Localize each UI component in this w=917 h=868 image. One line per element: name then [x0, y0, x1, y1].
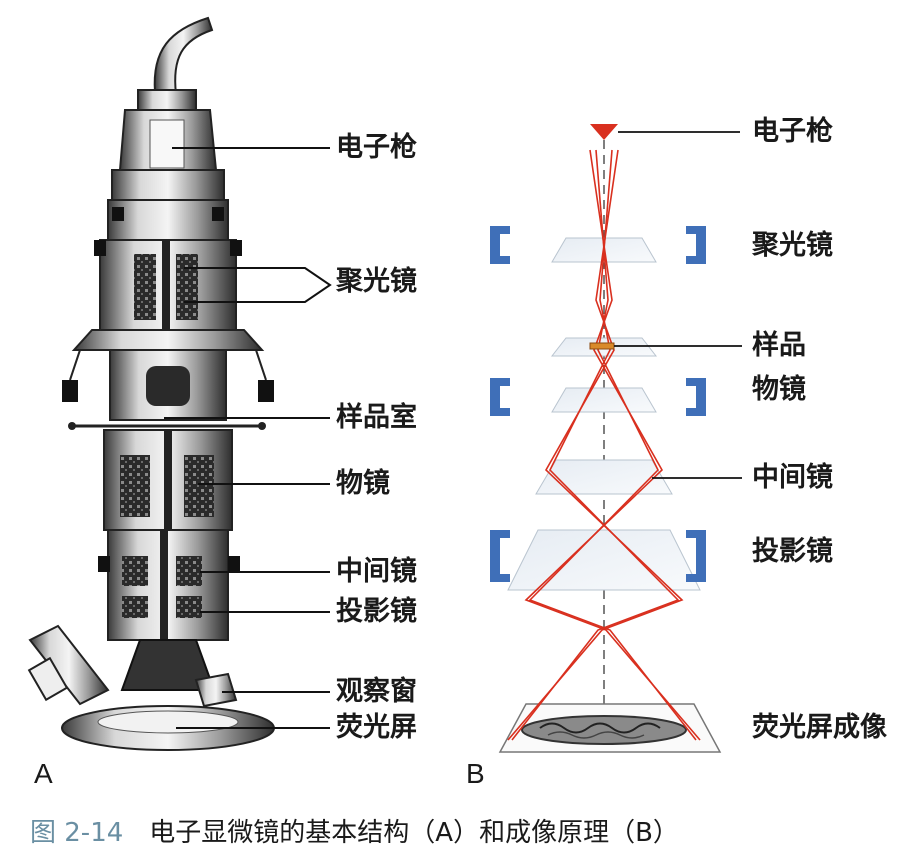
- lens-pole-pieces: [490, 226, 706, 582]
- label-b-screen-image: 荧光屏成像: [752, 712, 887, 743]
- label-a-viewing-window: 观察窗: [336, 676, 417, 707]
- label-b-projector: 投影镜: [752, 536, 833, 567]
- panel-a-letter: A: [34, 758, 53, 789]
- beam-ray-2: [528, 149, 697, 741]
- label-b-electron-gun: 电子枪: [752, 116, 833, 147]
- projector-lens-left: [490, 530, 510, 582]
- screen-image: [521, 715, 687, 745]
- projector-lens-right: [686, 530, 706, 582]
- intermediate-plane: [535, 459, 673, 495]
- microscope-illustration: [27, 16, 275, 751]
- objective-plane: [551, 387, 657, 413]
- panel-a-leaders: [164, 147, 332, 729]
- gun-knob-right: [212, 207, 224, 221]
- label-a-screen: 荧光屏: [336, 712, 417, 743]
- label-a-intermediate: 中间镜: [336, 556, 417, 587]
- condenser-lens-right: [686, 226, 706, 264]
- label-a-sample-chamber: 样品室: [336, 402, 417, 433]
- panel-b-letter: B: [466, 758, 485, 789]
- viewing-chamber: [120, 639, 238, 708]
- gun-cable: [153, 16, 214, 96]
- label-b-intermediate: 中间镜: [752, 462, 833, 493]
- label-b-objective: 物镜: [752, 374, 806, 405]
- beam-ray-1: [524, 149, 701, 741]
- label-a-electron-gun: 电子枪: [336, 132, 417, 163]
- label-a-condenser: 聚光镜: [336, 266, 417, 297]
- condenser-section: [94, 239, 242, 331]
- label-b-condenser: 聚光镜: [752, 230, 833, 261]
- electron-gun-housing: [107, 89, 229, 241]
- label-b-sample: 样品: [752, 330, 806, 361]
- imaging-schematic: [490, 124, 722, 753]
- caption-text: 电子显微镜的基本结构（A）和成像原理（B）: [149, 818, 679, 848]
- condenser-lens-left: [490, 226, 510, 264]
- binocular-viewer: [27, 624, 110, 706]
- projector-plane: [507, 529, 701, 591]
- sample-chamber: [68, 349, 266, 430]
- gun-knob-left: [112, 207, 124, 221]
- leader-a-condenser: [184, 267, 332, 303]
- beam-ray-3: [507, 149, 684, 741]
- objective-section: [103, 429, 233, 531]
- electron-beams: [507, 149, 701, 741]
- label-a-projector: 投影镜: [336, 596, 417, 627]
- objective-lens-left: [490, 378, 510, 416]
- projector-section: [98, 529, 240, 641]
- beam-ray-4: [511, 149, 680, 741]
- figure-number: 图 2-14: [30, 818, 124, 848]
- electron-source-marker: [590, 124, 618, 140]
- sample-slab: [589, 342, 615, 350]
- collar: [62, 329, 274, 402]
- label-a-objective: 物镜: [336, 468, 390, 499]
- panel-b-leaders: [614, 131, 742, 479]
- objective-lens-right: [686, 378, 706, 416]
- figure-caption: 图 2-14 电子显微镜的基本结构（A）和成像原理（B）: [30, 812, 679, 849]
